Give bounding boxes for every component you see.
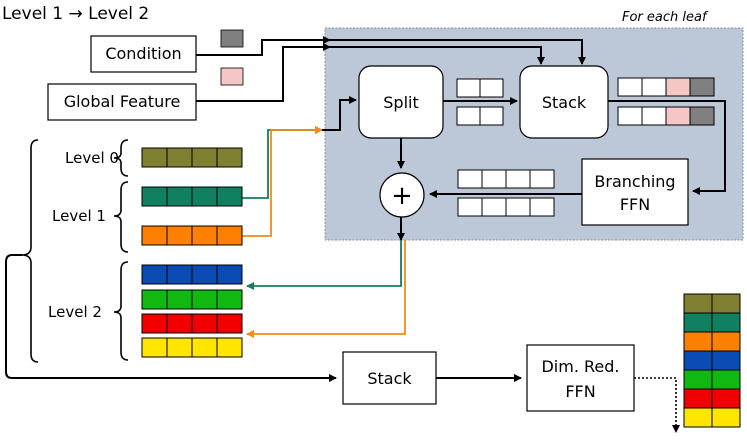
global-feature-token [220, 67, 244, 86]
output-token-column [683, 293, 741, 428]
level2-red-tokens [141, 313, 243, 334]
level2-label: Level 2 [48, 303, 102, 321]
level1-brace [113, 181, 129, 253]
bottom-stack-block [342, 351, 437, 405]
levels-to-stack-arrow [5, 254, 337, 382]
add-symbol: + [391, 181, 413, 211]
split-output-tokens [456, 78, 504, 126]
global-to-stack-arrow [320, 46, 545, 65]
dimred-output-dotted-arrow [634, 377, 680, 433]
stack-to-ffn-arrow [608, 100, 726, 195]
condition-box [90, 35, 197, 73]
all-levels-brace [21, 139, 39, 363]
for-each-leaf-label: For each leaf [622, 10, 709, 25]
level1-teal-to-split-arrow [242, 126, 323, 199]
global-feature-box [47, 83, 197, 121]
level1-teal-tokens [141, 186, 243, 207]
global-feature-label: Global Feature [64, 92, 181, 111]
branching-ffn-block [581, 158, 689, 226]
stack-label: Stack [542, 93, 587, 112]
level2-yellow-tokens [141, 337, 243, 358]
level0-tokens [141, 147, 243, 168]
level1-orange-to-split-arrow [242, 126, 323, 237]
branching-ffn-label-line2: FFN [620, 195, 650, 214]
dim-red-ffn-block [526, 344, 635, 412]
panel-to-split-arrow [322, 96, 357, 131]
ffn-output-tokens [457, 169, 555, 217]
output-to-level2-orange-arrow [246, 240, 406, 338]
level0-label: Level 0 [65, 149, 119, 167]
bottom-stack-label: Stack [367, 369, 412, 388]
split-label: Split [383, 93, 418, 112]
diagram-title: Level 1 → Level 2 [2, 4, 149, 24]
level2-green-tokens [141, 289, 243, 310]
output-to-level2-teal-arrow [246, 240, 402, 290]
branching-ffn-label-line1: Branching [594, 172, 675, 191]
condition-arrow [196, 36, 331, 56]
level1-orange-tokens [141, 225, 243, 246]
level2-blue-tokens [141, 264, 243, 285]
level2-brace [113, 261, 129, 361]
level0-brace [113, 139, 129, 177]
condition-to-stack-arrow [320, 39, 586, 65]
stack-output-tokens [617, 77, 715, 126]
level1-label: Level 1 [52, 207, 106, 225]
dim-red-label-line2: FFN [565, 382, 595, 401]
global-feature-arrow [196, 43, 331, 102]
dim-red-label-line1: Dim. Red. [541, 357, 619, 376]
condition-label: Condition [105, 44, 181, 63]
condition-token [220, 29, 244, 48]
